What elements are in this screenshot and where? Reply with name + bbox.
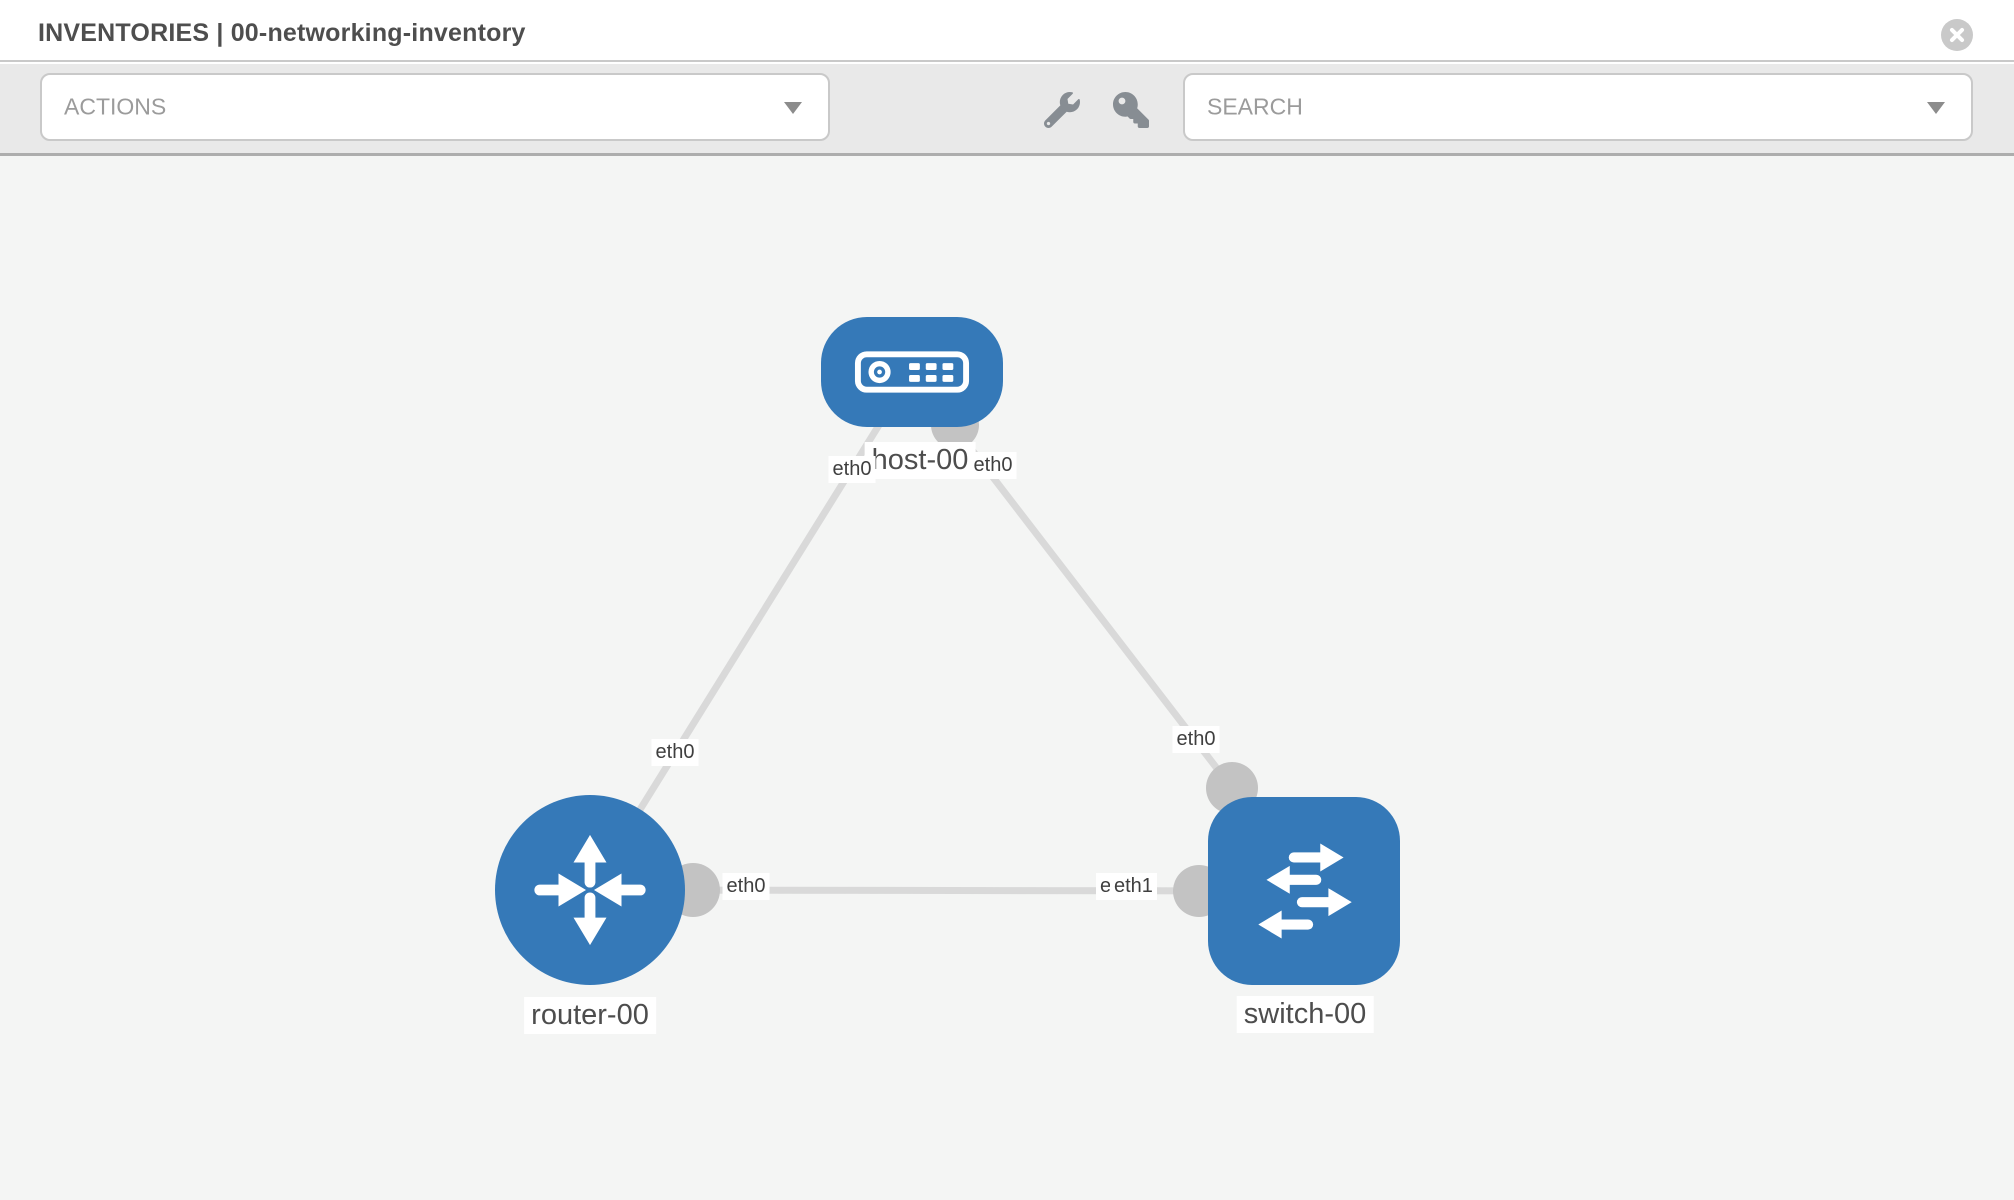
key-icon [1113, 92, 1149, 128]
host-icon [854, 351, 970, 393]
interface-label-switch-top: eth0 [1172, 726, 1220, 753]
chevron-down-icon [1927, 102, 1945, 114]
wrench-tool-button[interactable] [1043, 92, 1080, 129]
header: INVENTORIES | 00-networking-inventory [0, 0, 2014, 62]
node-router-00[interactable] [495, 795, 685, 985]
node-switch-00[interactable] [1208, 797, 1400, 985]
toolbar: ACTIONS SEARCH [0, 64, 2014, 156]
page-title: INVENTORIES | 00-networking-inventory [38, 19, 526, 47]
actions-dropdown[interactable]: ACTIONS [40, 73, 830, 141]
key-tool-button[interactable] [1113, 92, 1149, 128]
close-icon [1949, 27, 1965, 43]
node-host-00[interactable] [821, 317, 1003, 427]
search-dropdown-label: SEARCH [1207, 93, 1303, 120]
search-dropdown[interactable]: SEARCH [1183, 73, 1973, 141]
switch-icon [1258, 843, 1352, 939]
topology-links-layer [587, 369, 1305, 917]
interface-label-router-right: eth0 [722, 873, 770, 900]
chevron-down-icon [784, 102, 802, 114]
node-label-router: router-00 [524, 997, 656, 1034]
interface-label-host-right: eth0 [969, 452, 1017, 479]
actions-dropdown-label: ACTIONS [64, 93, 167, 120]
wrench-icon [1043, 92, 1080, 129]
interface-label-router-top: eth0 [651, 739, 699, 766]
topology-canvas[interactable]: host-00 router-00 switch-00 eth0 eth0 et… [0, 156, 2014, 1200]
close-button[interactable] [1941, 19, 1973, 51]
node-label-switch: switch-00 [1236, 996, 1374, 1033]
node-label-host: host-00 [864, 442, 976, 479]
interface-label-host-left: eth0 [828, 456, 876, 483]
interface-label-switch-left-eth1: eth1 [1110, 873, 1157, 900]
router-icon [534, 834, 646, 946]
